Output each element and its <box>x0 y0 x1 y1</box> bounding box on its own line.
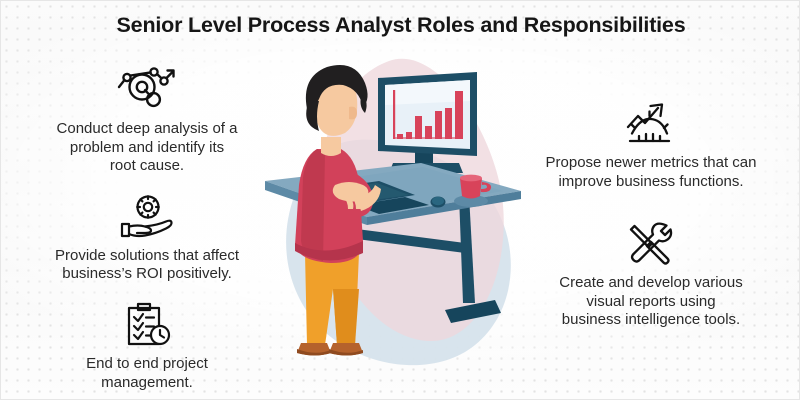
responsibility-text: Create and develop various visual report… <box>559 274 743 329</box>
responsibility-item-roi-solutions: Provide solutions that affect business’s… <box>13 194 281 284</box>
responsibility-item-visual-reports: Create and develop various visual report… <box>517 221 785 330</box>
responsibility-item-new-metrics: Propose newer metrics that can improve b… <box>517 97 785 191</box>
responsibility-item-deep-analysis: Conduct deep analysis of a problem and i… <box>13 63 281 176</box>
right-responsibilities-column: Propose newer metrics that can improve b… <box>517 97 785 360</box>
target-analysis-arrow-icon <box>13 63 281 113</box>
responsibility-text: Propose newer metrics that can improve b… <box>545 154 757 190</box>
responsibility-text: End to end project management. <box>86 354 208 391</box>
left-responsibilities-column: Conduct deep analysis of a problem and i… <box>13 63 281 399</box>
wrench-screwdriver-tools-icon <box>517 221 785 267</box>
page-title: Senior Level Process Analyst Roles and R… <box>116 13 686 37</box>
clipboard-checklist-clock-icon <box>13 302 281 348</box>
computer-mouse <box>430 196 446 208</box>
responsibility-item-project-management: End to end project management. <box>13 302 281 392</box>
growth-arrow-gear-icon <box>517 97 785 147</box>
responsibility-text: Conduct deep analysis of a problem and i… <box>56 120 238 175</box>
illustration-business-analyst <box>263 45 553 393</box>
responsibility-text: Provide solutions that affect business’s… <box>55 246 239 283</box>
hand-gear-solution-icon <box>13 194 281 240</box>
